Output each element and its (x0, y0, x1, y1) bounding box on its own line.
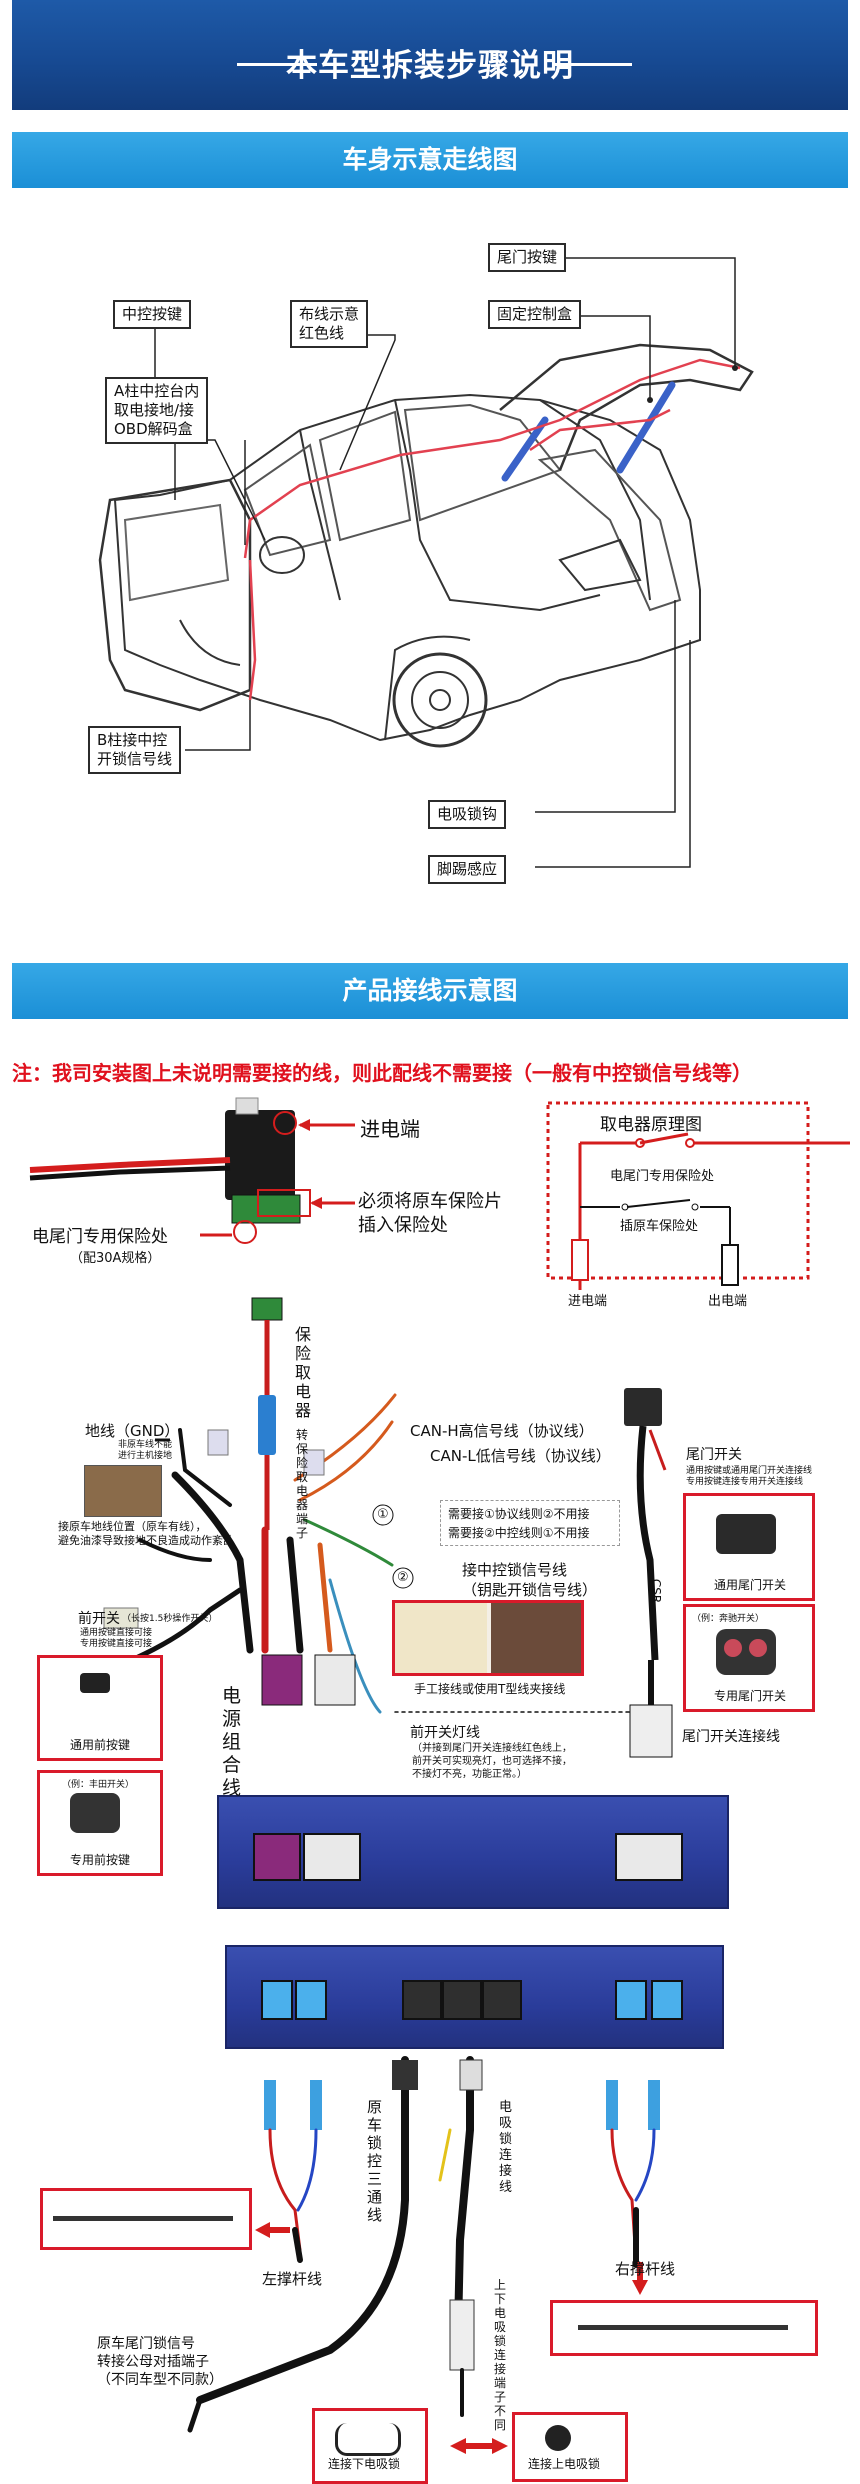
label-orig-lock: 原车锁控三通线 (367, 2098, 383, 2224)
port-white-left (303, 1833, 361, 1881)
label-ground-small: 非原车线不能进行主机接地 (118, 1440, 173, 1461)
label-need-2: 需要接②中控线则①不用接 (448, 1526, 590, 1540)
label-generic-tail: 通用尾门开关 (714, 1578, 787, 1592)
label-suction-lock: 电吸锁钩 (428, 800, 507, 829)
label-schematic-in: 进电端 (568, 1294, 608, 1309)
label-tail-switch-note: 通用按键或通用尾门开关连接线专用按键连接专用开关连接线 (686, 1466, 813, 1487)
control-box-top (217, 1795, 729, 1909)
label-schematic-title: 取电器原理图 (600, 1115, 702, 1135)
label-schematic-orig: 插原车保险处 (620, 1219, 699, 1234)
label-dedicated-tail-note: （例：奔驰开关） (692, 1614, 765, 1624)
label-front-switch: 前开关 (78, 1611, 120, 1627)
label-fuse-slot-note: （配30A规格） (70, 1251, 161, 1266)
label-kick-sensor: 脚踢感应 (428, 855, 507, 884)
title-left-rule (237, 63, 317, 66)
upper-lock-box (512, 2412, 628, 2482)
label-lower-lock: 连接下电吸锁 (328, 2457, 401, 2471)
generic-front-button-box: 通用前按键 (37, 1655, 163, 1761)
port-white-right (615, 1833, 683, 1881)
label-fixed-control-box: 固定控制盒 (488, 300, 582, 329)
port-blue-1 (261, 1980, 293, 2020)
right-strut-box (550, 2300, 818, 2356)
label-ground-desc: 接原车地线位置（原车有线），避免油漆导致接地不良造成动作紊乱 (58, 1520, 234, 1547)
label-must-insert: 必须将原车保险片插入保险处 (358, 1191, 502, 1236)
ground-photo (84, 1465, 162, 1517)
manual-join-photo (392, 1600, 584, 1676)
label-wiring-illustration: 布线示意红色线 (290, 300, 369, 348)
label-circle-1: ① (377, 1507, 389, 1522)
label-suction-conn: 电吸锁连接线 (499, 2100, 513, 2195)
label-upper-lower: 上下电吸锁连接端子不同 (494, 2278, 507, 2432)
label-left-strut: 左撑杆线 (262, 2270, 323, 2288)
left-strut-box (40, 2188, 252, 2250)
page-title: 本车型拆装步骤说明 (286, 48, 574, 84)
label-circle-2: ② (397, 1570, 409, 1585)
control-box-bottom (225, 1945, 724, 2049)
port-black-2 (442, 1980, 482, 2020)
label-fuse-tap: 保险取电器 (295, 1325, 312, 1420)
label-power-harness: 电源组合线 (222, 1685, 242, 1799)
label-dedicated-note: （例：丰田开关） (62, 1780, 135, 1790)
port-blue-2 (295, 1980, 327, 2020)
header-banner: 本车型拆装步骤说明 (12, 0, 848, 110)
label-manual-join: 手工接线或使用T型线夹接线 (414, 1682, 566, 1696)
label-front-switch-small: （长按1.5秒操作开关） (122, 1614, 218, 1624)
dedicated-front-button-box: （例：丰田开关） 专用前按键 (37, 1770, 163, 1876)
label-csr: CSR (649, 1578, 664, 1604)
label-dedicated-front: 专用前按键 (70, 1853, 131, 1867)
label-central-lock: 接中控锁信号线（钥匙开锁信号线） (462, 1561, 598, 1599)
label-upper-lock: 连接上电吸锁 (528, 2457, 601, 2471)
section-title-body-wiring: 车身示意走线图 (12, 132, 848, 188)
port-black-1 (402, 1980, 442, 2020)
label-power-in: 进电端 (360, 1117, 420, 1141)
label-fuse-slot: 电尾门专用保险处 (32, 1227, 168, 1247)
dedicated-tail-switch-box: （例：奔驰开关） 专用尾门开关 (683, 1604, 815, 1712)
label-dedicated-tail: 专用尾门开关 (714, 1689, 787, 1703)
label-schematic-fuse: 电尾门专用保险处 (610, 1169, 715, 1184)
label-ground: 地线（GND） (85, 1422, 180, 1440)
port-blue-3 (615, 1980, 647, 2020)
label-central-button: 中控按键 (113, 300, 192, 329)
label-tail-switch: 尾门开关 (686, 1447, 742, 1463)
label-front-light: 前开关灯线 (410, 1725, 480, 1741)
section-title-product-wiring: 产品接线示意图 (12, 963, 848, 1019)
label-tail-conn: 尾门开关连接线 (682, 1729, 780, 1745)
wiring-note: 注：我司安装图上未说明需要接的线，则此配线不需要接（一般有中控锁信号线等） (12, 1061, 752, 1085)
label-need-1: 需要接①协议线则②不用接 (448, 1507, 590, 1521)
need-box (440, 1500, 620, 1546)
label-front-switch-note: 通用按键直接可接专用按键直接可接 (80, 1628, 153, 1649)
label-b-pillar: B柱接中控开锁信号线 (88, 726, 182, 774)
label-can-l: CAN-L低信号线（协议线） (430, 1447, 611, 1465)
label-can-h: CAN-H高信号线（协议线） (410, 1422, 594, 1440)
title-right-rule (552, 63, 632, 66)
label-tailgate-button: 尾门按键 (488, 243, 567, 272)
port-blue-4 (651, 1980, 683, 2020)
port-black-3 (482, 1980, 522, 2020)
label-schematic-out: 出电端 (708, 1294, 748, 1309)
generic-tail-switch-box: 通用尾门开关 (683, 1493, 815, 1601)
lower-lock-box (312, 2408, 428, 2484)
label-orig-signal: 原车尾门锁信号转接公母对插端子（不同车型不同款） (97, 2336, 223, 2388)
label-generic-front: 通用前按键 (70, 1738, 131, 1752)
port-purple (253, 1833, 301, 1881)
label-front-light-desc: （并接到尾门开关连接线红色线上，前开关可实现亮灯，也可选择不接，不接灯不亮，功能… (412, 1743, 572, 1780)
label-right-strut: 右撑杆线 (615, 2260, 676, 2278)
label-fuse-tap-terminal: 转保险取电器端子 (296, 1428, 309, 1540)
